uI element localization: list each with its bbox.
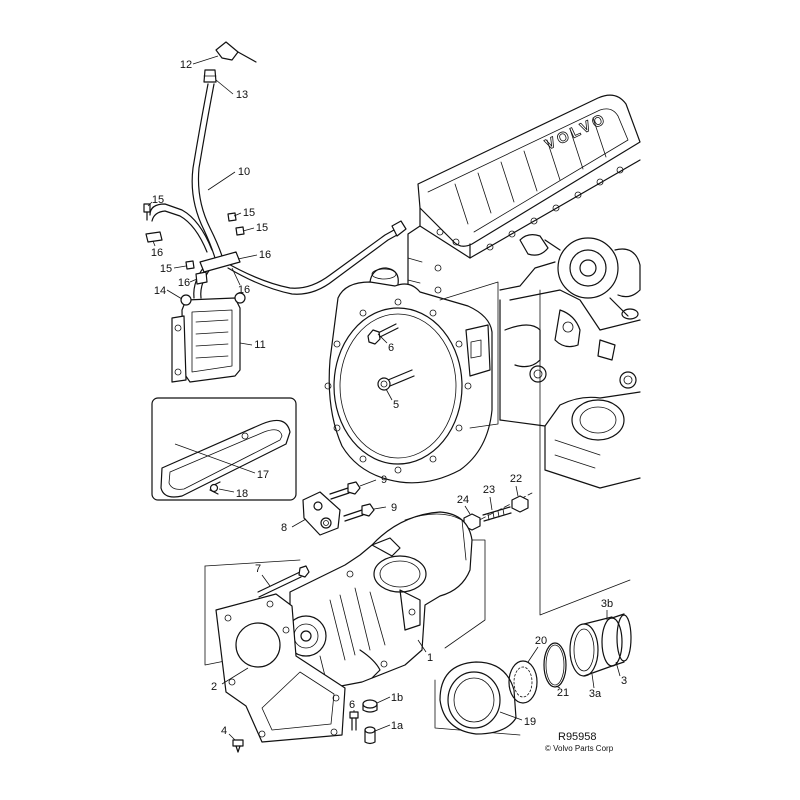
- plug-nut-bolt: [349, 699, 378, 745]
- callout-label-23: 23: [483, 484, 495, 496]
- callout-label-15: 15: [256, 222, 268, 234]
- callout-label-5: 5: [393, 399, 399, 411]
- callout-label-16: 16: [151, 247, 163, 259]
- callout-label-16: 16: [238, 284, 250, 296]
- callout-label-8: 8: [281, 522, 287, 534]
- callout-label-14: 14: [154, 285, 166, 297]
- callout-label-19: 19: [524, 716, 536, 728]
- copyright-notice: © Volvo Parts Corp: [545, 744, 614, 753]
- callout-label-24: 24: [457, 494, 469, 506]
- callout-label-15: 15: [152, 194, 164, 206]
- transmission-housing: [257, 511, 473, 691]
- callout-label-10: 10: [238, 166, 250, 178]
- callout-label-9: 9: [391, 502, 397, 514]
- callout-label-11: 11: [254, 339, 265, 351]
- bracket-and-bolts: [302, 481, 375, 536]
- flywheel-housing: [324, 267, 493, 484]
- callout-label-1a: 1a: [391, 720, 404, 732]
- callout-label-2: 2: [211, 681, 217, 693]
- figure-reference-code: R95958: [558, 731, 597, 743]
- callout-label-4: 4: [221, 725, 227, 737]
- oil-pipe-assembly: [143, 41, 407, 299]
- callout-label-15: 15: [160, 263, 172, 275]
- inset-detail-box: [151, 397, 297, 501]
- callout-label-16: 16: [178, 277, 190, 289]
- callout-label-9: 9: [381, 474, 387, 486]
- callout-label-3b: 3b: [601, 598, 613, 610]
- callout-label-1: 1: [427, 652, 433, 664]
- leader-lines: [147, 55, 621, 741]
- callout-label-18: 18: [236, 488, 248, 500]
- control-unit: [171, 292, 246, 383]
- callout-label-1b: 1b: [391, 692, 403, 704]
- seal-cover-parts: [439, 613, 632, 735]
- stud-and-nuts: [455, 492, 533, 533]
- callout-label-20: 20: [535, 635, 547, 647]
- gasket-plate: [215, 593, 346, 753]
- callout-label-13: 13: [236, 89, 248, 101]
- callout-label-21: 21: [557, 687, 569, 699]
- callout-label-15: 15: [243, 207, 255, 219]
- callout-label-22: 22: [510, 473, 522, 485]
- callout-label-6: 6: [388, 342, 394, 354]
- callout-label-12: 12: [180, 59, 192, 71]
- callout-label-6: 6: [349, 699, 355, 711]
- callout-label-3: 3: [621, 675, 627, 687]
- callout-label-7: 7: [255, 563, 261, 575]
- callout-label-3a: 3a: [589, 688, 602, 700]
- callout-label-17: 17: [257, 469, 269, 481]
- callout-label-16: 16: [259, 249, 271, 261]
